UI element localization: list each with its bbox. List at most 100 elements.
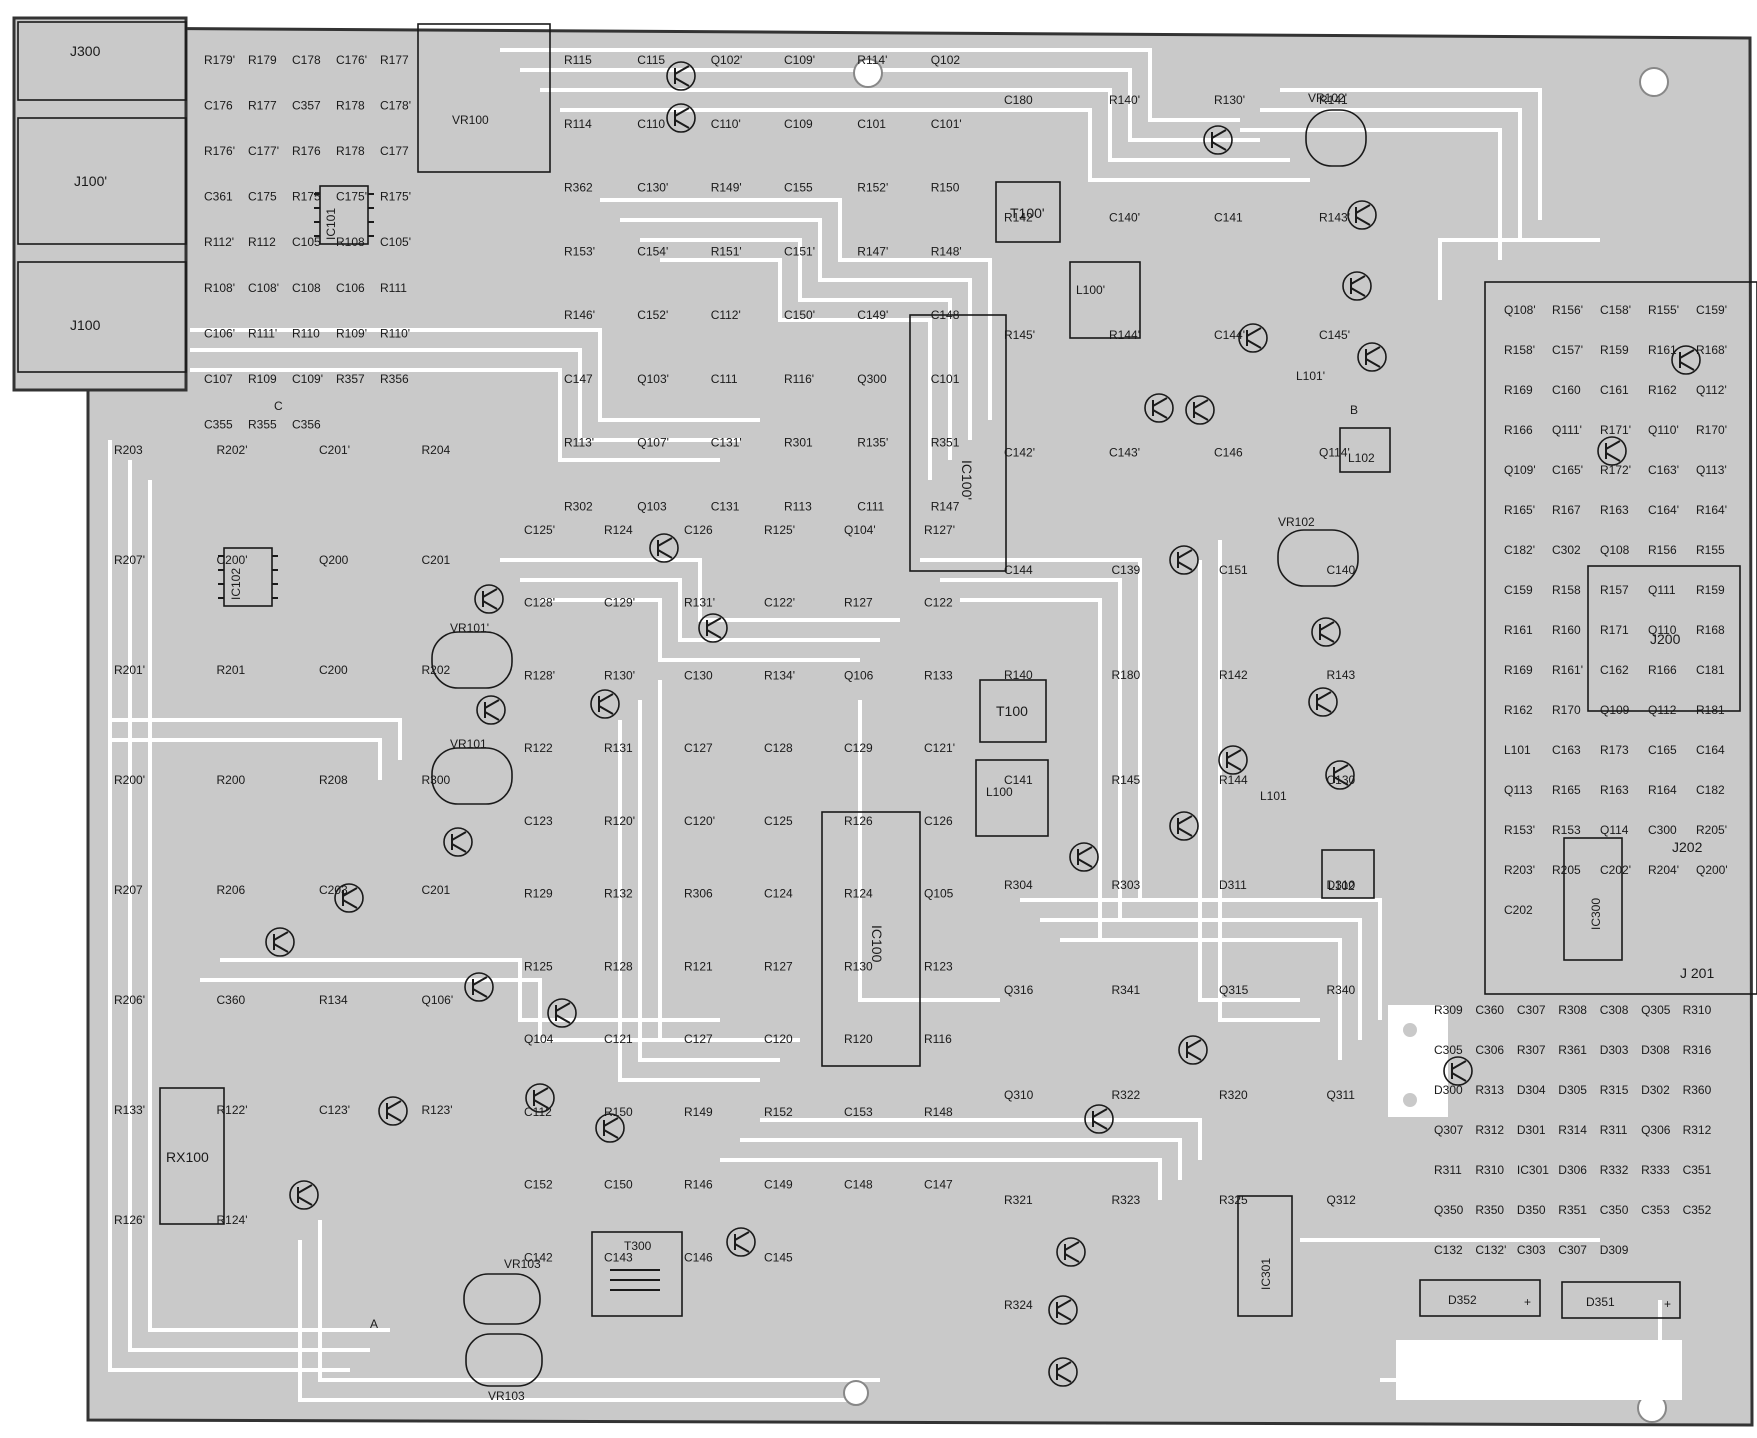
shield-can-right	[1484, 281, 1757, 995]
component-label: C159'	[1696, 303, 1727, 317]
component-label: C130'	[637, 181, 668, 195]
j200-label: J200	[1650, 631, 1681, 647]
svg-text:+: +	[1524, 1295, 1531, 1309]
j202-label: J202	[1672, 839, 1703, 855]
component-label: D306	[1558, 1163, 1587, 1177]
component-label: D305	[1558, 1083, 1587, 1097]
component-label: C142'	[1004, 446, 1035, 460]
svg-text:VR103: VR103	[504, 1257, 541, 1271]
component-label: R173	[1600, 743, 1629, 757]
component-label: C356	[292, 417, 321, 431]
component-label: R127'	[924, 523, 955, 537]
component-label: R175'	[380, 190, 411, 204]
ic102: IC102	[217, 547, 279, 607]
component-label: R176	[292, 144, 321, 158]
component-label: C108'	[248, 281, 279, 295]
component-label: D309	[1600, 1243, 1629, 1257]
component-label: C357	[292, 99, 321, 113]
component-label: R310	[1475, 1163, 1504, 1177]
component-label: R356	[380, 372, 409, 386]
svg-text:T300: T300	[624, 1239, 652, 1253]
component-label: R206'	[114, 993, 145, 1007]
component-label: R178	[336, 144, 365, 158]
component-label: C130	[1327, 773, 1356, 787]
component-label: C162	[1600, 663, 1629, 677]
component-label: Q109'	[1504, 463, 1536, 477]
component-label: R121	[684, 959, 713, 973]
component-label: R203	[114, 443, 143, 457]
vr102: VR102	[1277, 515, 1359, 587]
testpoint-c: C	[274, 399, 283, 413]
component-label: Q106'	[422, 993, 454, 1007]
component-label: C110	[637, 117, 665, 131]
l100-prime: L100'	[1069, 261, 1141, 339]
component-label: C128'	[524, 596, 555, 610]
component-label: C201	[422, 883, 451, 897]
component-label: Q307	[1434, 1123, 1464, 1137]
component-label: C144'	[1214, 328, 1245, 342]
component-label: C360	[217, 993, 246, 1007]
component-label: L101	[1504, 743, 1531, 757]
component-label: R310	[1683, 1003, 1712, 1017]
component-label: C177	[380, 144, 409, 158]
component-label: C101'	[931, 117, 962, 131]
component-label: R300	[422, 773, 451, 787]
component-label: C131	[711, 499, 740, 513]
component-label: R111	[380, 281, 407, 295]
svg-text:D352: D352	[1448, 1293, 1477, 1307]
component-label: R131	[604, 741, 633, 755]
component-label: R114'	[857, 53, 887, 67]
component-label: R158'	[1504, 343, 1535, 357]
component-label: C307	[1558, 1243, 1587, 1257]
l100: L100	[975, 759, 1049, 837]
testpoint-b: B	[1350, 403, 1358, 417]
component-label: R116	[924, 1032, 952, 1046]
component-label: C164'	[1648, 503, 1679, 517]
component-label: C180	[1004, 93, 1033, 107]
component-label: R143'	[1319, 211, 1350, 225]
component-label: R147'	[857, 244, 888, 258]
component-label: Q200	[319, 553, 349, 567]
component-label: R175	[292, 190, 321, 204]
component-label: R168'	[1696, 343, 1727, 357]
component-label: R152	[764, 1105, 793, 1119]
component-label: C175'	[336, 190, 367, 204]
component-label: Q113	[1504, 783, 1533, 797]
component-label: C151	[1219, 563, 1248, 577]
component-label: C201	[422, 553, 451, 567]
component-label: R170'	[1696, 423, 1727, 437]
l101-label: L101	[1260, 789, 1287, 803]
component-label: R151'	[711, 244, 742, 258]
component-label: C112'	[711, 308, 741, 322]
component-label: R177	[248, 99, 277, 113]
component-label: Q300	[857, 372, 887, 386]
component-label: R108	[336, 235, 365, 249]
component-label: R133'	[114, 1103, 145, 1117]
component-label: C175	[248, 190, 277, 204]
component-label: C115	[637, 53, 665, 67]
component-label: R124	[844, 887, 873, 901]
component-label: R304	[1004, 878, 1033, 892]
component-label: R125	[524, 959, 553, 973]
component-label: R143	[1327, 668, 1356, 682]
component-label: R172'	[1600, 463, 1631, 477]
component-label: C203	[319, 883, 348, 897]
ic100-prime: IC100'	[909, 314, 1007, 572]
component-label: R303	[1112, 878, 1141, 892]
component-label: R144	[1219, 773, 1248, 787]
vr101: VR101	[431, 737, 513, 805]
component-label: Q106	[844, 669, 874, 683]
component-label: R116'	[784, 372, 814, 386]
component-label: C140	[1327, 563, 1356, 577]
component-label: C306	[1475, 1043, 1504, 1057]
component-label: Q311	[1327, 1088, 1356, 1102]
component-label: R201'	[114, 663, 145, 677]
component-label: R158	[1552, 583, 1581, 597]
component-label: R124	[604, 523, 633, 537]
component-label: C107	[204, 372, 233, 386]
component-label: R166	[1504, 423, 1533, 437]
component-label: R163	[1600, 503, 1629, 517]
component-label: R204'	[1648, 863, 1679, 877]
component-label: R205'	[1696, 823, 1727, 837]
